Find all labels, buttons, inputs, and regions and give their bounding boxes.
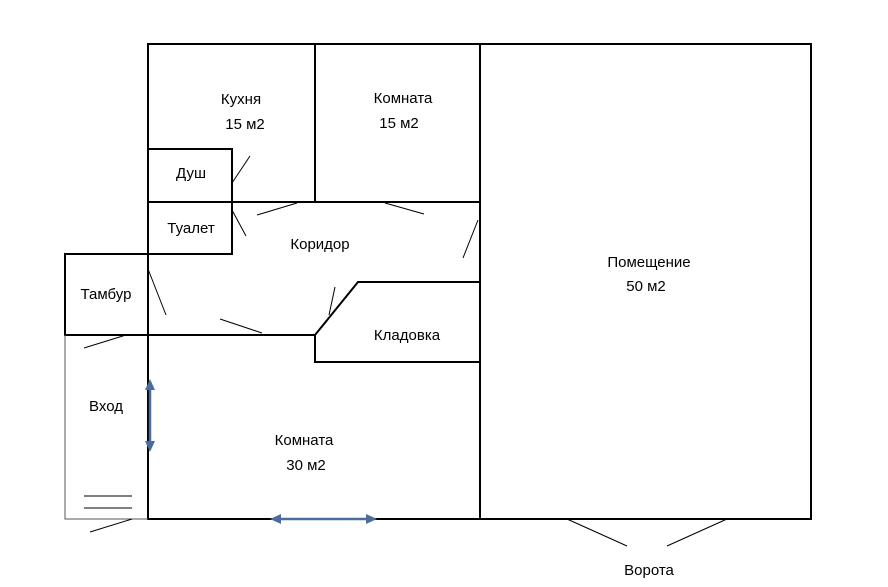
arrow-down-head: [145, 441, 155, 452]
arrow-up-head: [145, 379, 155, 390]
storage-label: Кладовка: [374, 327, 441, 344]
arrow-right-head: [366, 514, 377, 524]
room-bottom-label: Комната: [275, 432, 334, 449]
hall-door: [462, 219, 479, 259]
storage-door: [328, 286, 336, 316]
kitchen-area: 15 м2: [225, 116, 265, 133]
entrance-outline: [64, 335, 148, 520]
room-bottom-door: [219, 318, 263, 334]
shower-label: Душ: [176, 165, 206, 182]
room-bottom-area: 30 м2: [286, 457, 326, 474]
kitchen-door: [231, 155, 251, 184]
room-top-area: 15 м2: [379, 115, 419, 132]
toilet-label: Туалет: [167, 220, 215, 237]
kitchen-corridor-door: [256, 202, 298, 216]
room-top-label: Комната: [374, 90, 433, 107]
vestibule-door: [147, 268, 167, 316]
entrance-label: Вход: [89, 398, 123, 415]
corridor-label: Коридор: [290, 236, 349, 253]
gate-door-right: [666, 518, 728, 547]
toilet-wall: [147, 201, 233, 255]
hall-label: Помещение: [607, 254, 690, 271]
shower-door: [231, 209, 247, 237]
arrow-left-head: [270, 514, 281, 524]
room-top-door: [384, 202, 425, 215]
gate-door-left: [566, 518, 628, 547]
outer-door: [89, 518, 133, 533]
hall-area: 50 м2: [626, 278, 666, 295]
entrance-door: [83, 334, 127, 349]
vestibule-label: Тамбур: [81, 286, 132, 303]
storage-top-wall: [314, 281, 480, 336]
storage-bottom-wall: [314, 335, 480, 363]
vestibule-wall: [64, 253, 149, 336]
kitchen-label: Кухня: [221, 91, 261, 108]
gate-label: Ворота: [624, 562, 674, 579]
